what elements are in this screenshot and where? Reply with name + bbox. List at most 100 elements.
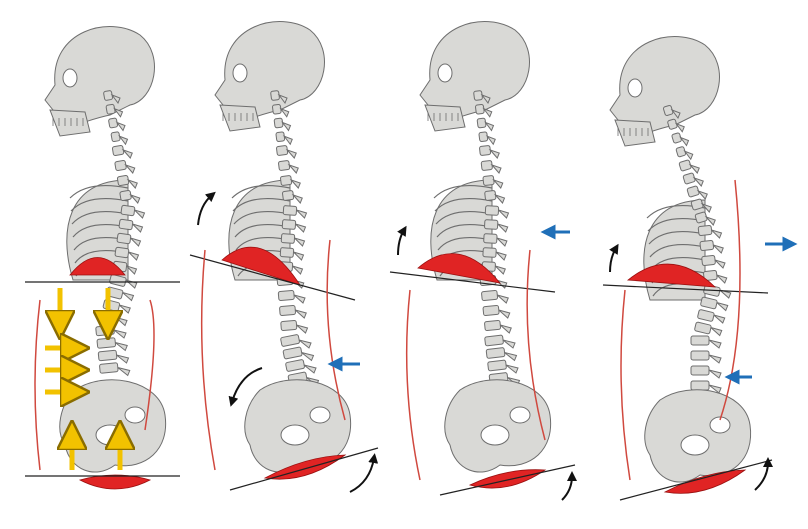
spinous-process — [696, 189, 708, 200]
spinous-process — [279, 107, 290, 118]
pelvic-floor-reference-line — [229, 447, 379, 491]
vertebra — [280, 233, 296, 244]
spinous-process — [502, 339, 516, 349]
spinous-process — [296, 324, 309, 334]
vertebra — [116, 232, 132, 245]
spinous-process — [498, 309, 511, 319]
spinous-process — [116, 354, 130, 364]
spinous-process — [708, 384, 722, 394]
spinous-process — [296, 209, 308, 219]
vertebra — [114, 246, 130, 259]
vertebra — [280, 320, 298, 331]
jaw — [49, 109, 91, 137]
vertebra — [111, 144, 125, 156]
spinous-process — [496, 294, 509, 304]
jaw — [614, 119, 656, 147]
vertebra — [697, 309, 715, 322]
spinous-process — [129, 193, 141, 204]
spinous-process — [708, 354, 722, 364]
rotation-arrow-icon — [609, 243, 619, 273]
obturator-foramen — [680, 434, 710, 456]
spinous-process — [125, 279, 138, 289]
spinous-process — [688, 163, 700, 174]
vertebra — [96, 337, 117, 349]
back-contour-line — [144, 299, 155, 431]
spinous-process — [708, 369, 722, 379]
spinous-process — [134, 209, 146, 219]
vertebra — [481, 289, 499, 302]
spinous-process — [492, 178, 504, 189]
spinous-process — [712, 244, 724, 254]
spinous-process — [294, 309, 307, 319]
vertebra — [484, 190, 497, 201]
spinous-process — [293, 294, 306, 304]
spinous-process — [716, 274, 728, 284]
spinous-process — [113, 107, 124, 118]
vertebra — [484, 319, 502, 332]
spinous-process — [277, 93, 288, 105]
spinous-process — [292, 265, 304, 275]
spinous-process — [692, 176, 704, 187]
diaphragm — [417, 253, 502, 284]
vertebra — [282, 190, 295, 201]
vertebra — [484, 205, 500, 216]
vertebra — [694, 321, 712, 335]
skeleton-figure-1 — [25, 26, 180, 490]
spinous-process — [700, 202, 712, 213]
spinous-process — [485, 135, 496, 146]
spinous-process — [298, 339, 312, 349]
spinous-process — [497, 223, 509, 233]
abdominal-wall-line — [405, 289, 421, 481]
vertebra — [697, 224, 713, 236]
spinous-process — [711, 229, 723, 239]
vertebra — [97, 349, 118, 362]
vertebra — [278, 160, 291, 171]
spinous-process — [118, 304, 131, 314]
spinous-process — [301, 352, 315, 362]
spinous-process — [110, 93, 121, 105]
eye-socket — [232, 63, 248, 83]
spinous-process — [118, 135, 129, 146]
abdominal-wall-line — [620, 289, 631, 481]
vertebra — [276, 145, 289, 156]
spinous-process — [494, 265, 506, 275]
vertebra — [678, 159, 692, 172]
spinous-process — [282, 135, 293, 146]
rib — [231, 185, 291, 199]
spinous-process — [714, 259, 726, 269]
diaphragm — [221, 246, 301, 286]
vertebra — [478, 131, 489, 142]
rotation-arrow-icon — [349, 453, 379, 493]
vertebra — [690, 335, 710, 346]
spinous-process — [482, 107, 493, 118]
vertebra — [285, 359, 305, 372]
hip-socket — [709, 416, 731, 434]
vertebra — [281, 219, 297, 230]
rib — [649, 244, 706, 258]
spinous-process — [294, 237, 306, 247]
spinous-process — [674, 122, 685, 133]
spinous-process — [289, 178, 301, 189]
eye-socket — [62, 68, 78, 88]
diaphragm — [626, 263, 717, 288]
vertebra — [114, 159, 127, 171]
spinous-process — [499, 324, 512, 334]
pelvic-floor — [663, 469, 747, 494]
skeleton-figure-4 — [602, 36, 773, 501]
vertebra — [275, 131, 286, 142]
spinous-process — [496, 237, 508, 247]
spinous-process — [115, 317, 128, 327]
spinous-process — [670, 108, 681, 120]
spinous-process — [285, 148, 297, 159]
skeleton-figure-3 — [389, 21, 576, 496]
vertebra — [663, 105, 674, 116]
vertebra — [282, 346, 303, 360]
eye-socket — [437, 63, 453, 83]
vertebra — [119, 189, 132, 201]
spinous-process — [287, 163, 299, 174]
vertebra — [110, 131, 121, 143]
vertebra — [277, 290, 295, 301]
pelvic-floor-reference-line — [439, 464, 576, 496]
spinous-process — [493, 193, 506, 204]
